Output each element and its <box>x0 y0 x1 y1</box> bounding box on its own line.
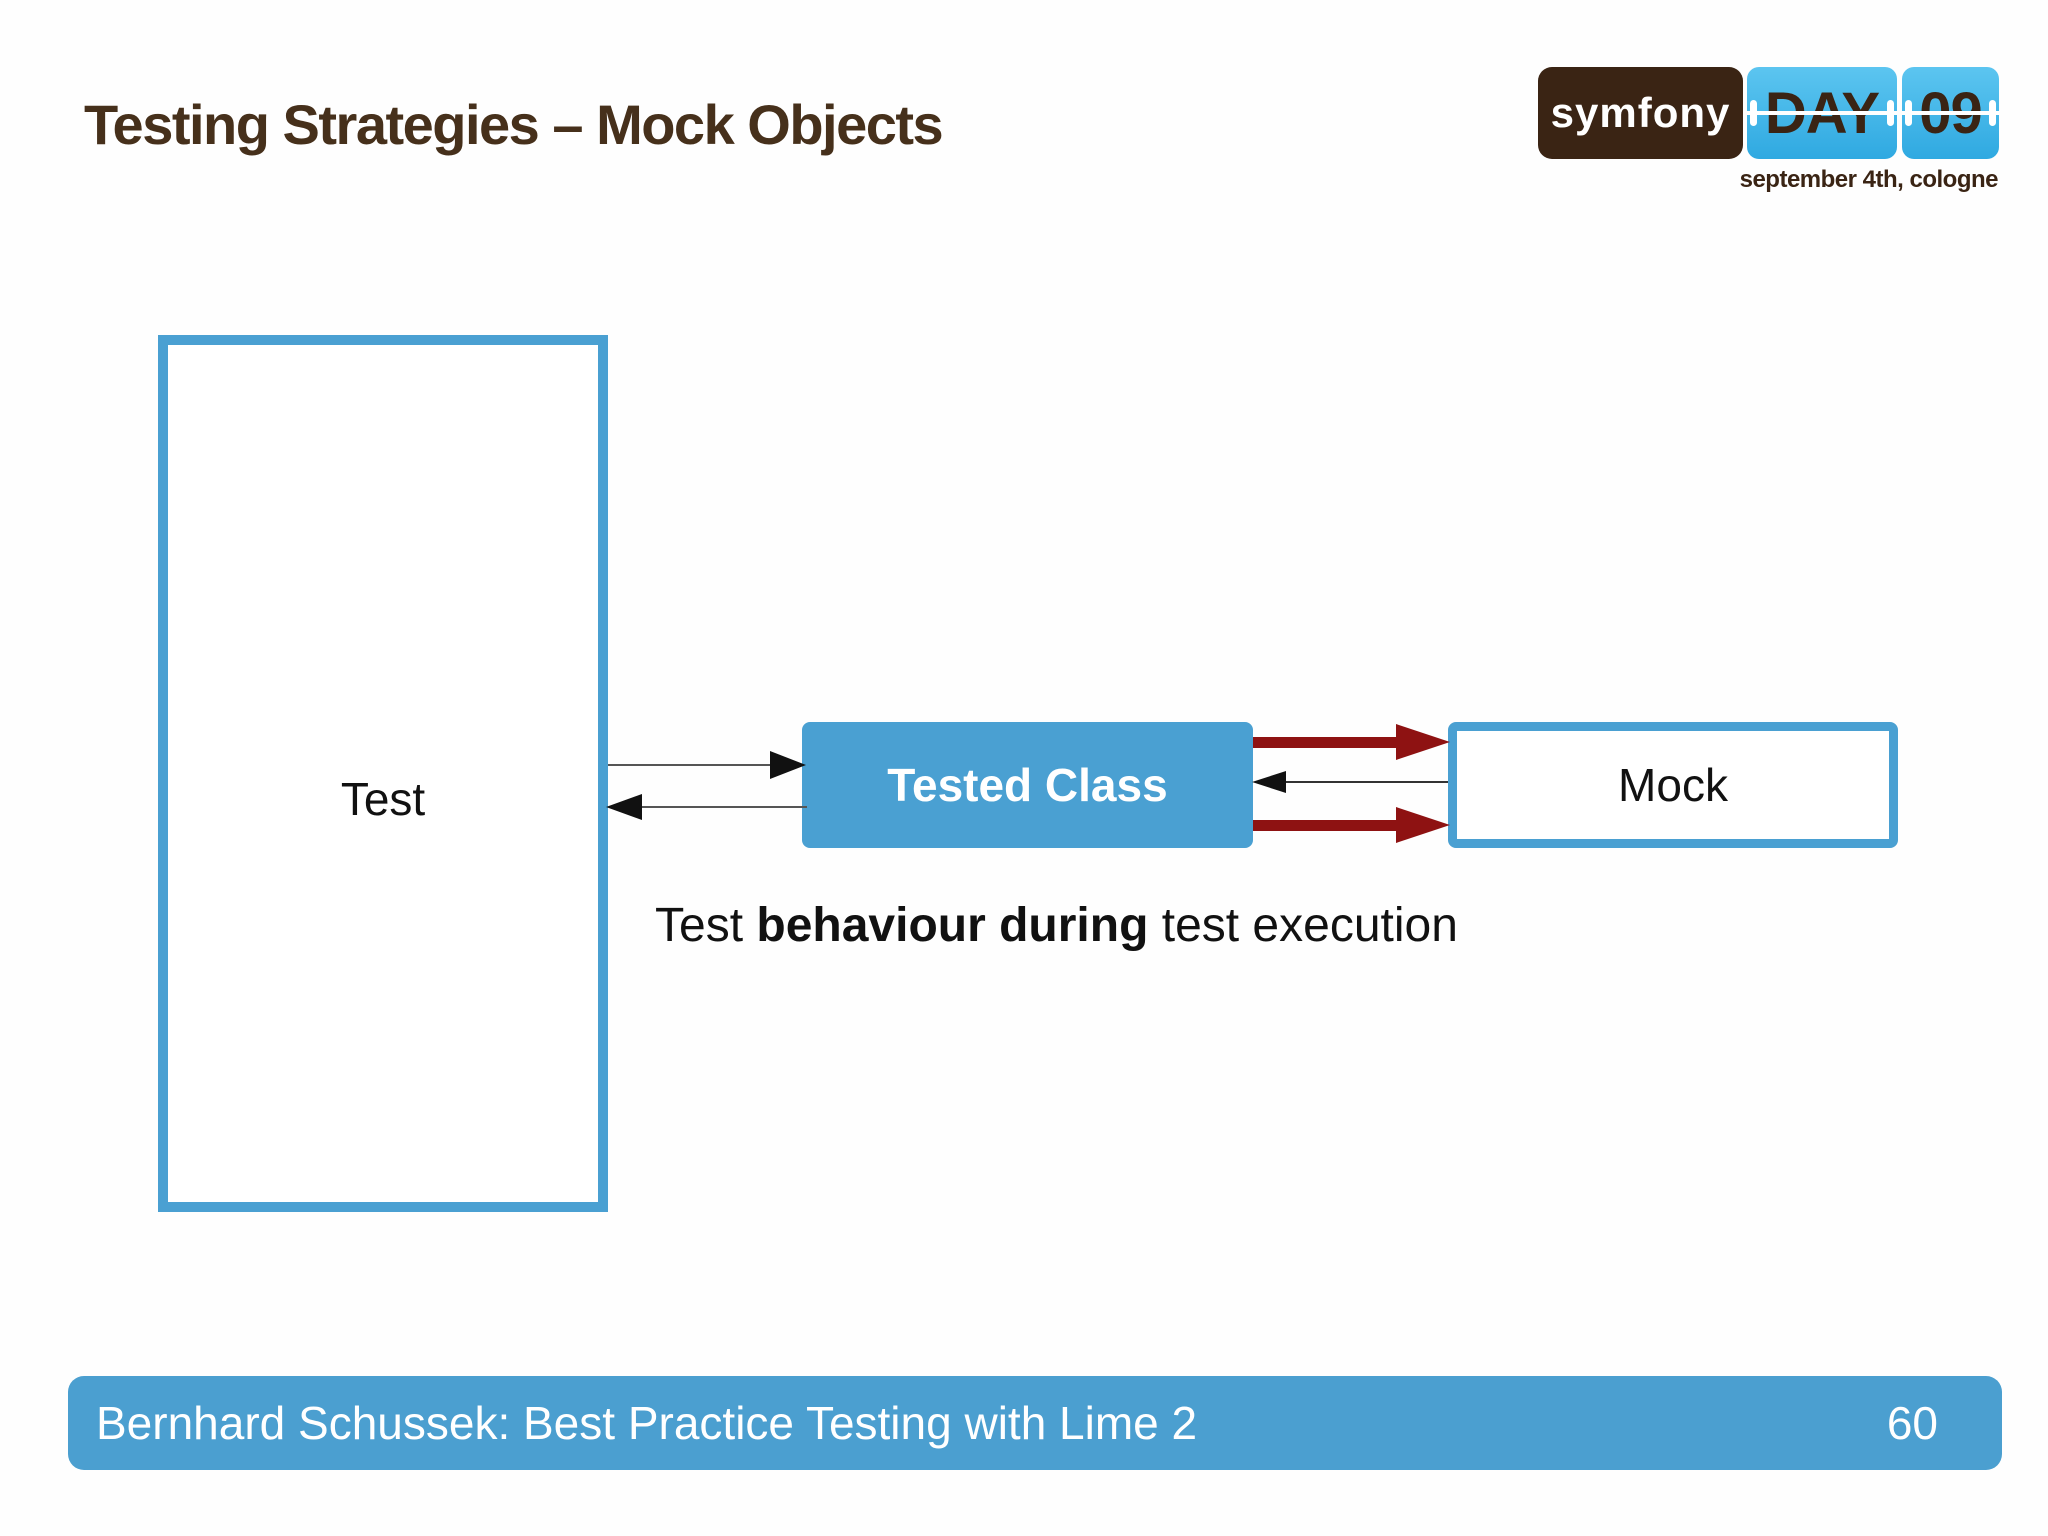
symfony-logo-text: symfony <box>1550 89 1731 136</box>
caption-bold: behaviour during <box>756 899 1149 952</box>
flip-card-hinge-icon <box>1905 100 1912 126</box>
arrow-tested-class-to-test-shaft <box>642 806 807 808</box>
page-number: 60 <box>1886 1397 1938 1449</box>
test-box <box>158 335 608 1212</box>
logo-number-flip-card: 09 <box>1902 67 1999 159</box>
flip-card-split-line <box>1747 111 1897 115</box>
slide-title: Testing Strategies – Mock Objects <box>84 93 944 156</box>
red-arrow-tested-class-to-mock-bottom-shaft <box>1253 820 1398 831</box>
red-arrow-tested-class-to-mock-top-shaft <box>1253 737 1398 748</box>
red-arrow-right-icon <box>1396 724 1450 760</box>
symfony-logo: symfony <box>1538 67 1743 159</box>
arrow-left-icon <box>1252 771 1286 793</box>
flip-card-split-line <box>1902 111 1999 115</box>
test-box-label: Test <box>340 773 426 825</box>
diagram-caption: Test behaviour during test execution <box>655 898 1458 953</box>
arrow-test-to-tested-class-shaft <box>608 764 772 766</box>
flip-card-hinge-icon <box>1989 100 1996 126</box>
caption-post: test execution <box>1148 899 1458 952</box>
red-arrow-right-icon <box>1396 807 1450 843</box>
footer-bar: Bernhard Schussek: Best Practice Testing… <box>68 1376 2002 1470</box>
logo-day-flip-card: DAY <box>1747 67 1897 159</box>
flip-card-hinge-icon <box>1887 100 1894 126</box>
mock-box: Mock <box>1448 722 1898 848</box>
tested-class-box-label: Tested Class <box>887 759 1168 811</box>
arrow-right-icon <box>770 751 806 779</box>
footer-text: Bernhard Schussek: Best Practice Testing… <box>96 1397 1198 1449</box>
mock-box-label: Mock <box>1618 759 1728 811</box>
logo-tagline: september 4th, cologne <box>1739 166 1999 193</box>
flip-card-hinge-icon <box>1750 100 1757 126</box>
caption-pre: Test <box>655 899 757 952</box>
tested-class-box: Tested Class <box>802 722 1253 848</box>
arrow-mock-to-tested-class-shaft <box>1286 781 1448 783</box>
arrow-left-icon <box>606 794 642 820</box>
